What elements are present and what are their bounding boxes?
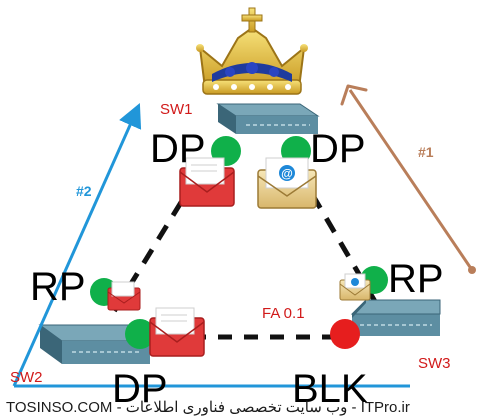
switch-icon (216, 103, 320, 134)
port-label-sw2-right: DP (112, 367, 168, 411)
red-envelope-icon (149, 307, 205, 357)
sw2-label: SW2 (10, 369, 43, 386)
email-envelope-icon (339, 273, 371, 301)
watermark: TOSINSO.COM - وب سایت تخصصی فناوری اطلاع… (6, 399, 410, 416)
port-dot-sw3-left (330, 319, 360, 349)
path-2-label: #2 (76, 183, 92, 199)
path-2-arrow (12, 103, 410, 388)
port-label-sw2-up: RP (30, 265, 86, 309)
red-envelope-icon (107, 281, 141, 311)
email-envelope-icon: @ (257, 157, 317, 209)
path-1-label: #1 (418, 144, 434, 160)
crown-icon (196, 7, 308, 95)
red-envelope-icon (179, 157, 235, 207)
port-label-sw1-left: DP (150, 127, 206, 171)
port-label-sw1-right: DP (310, 127, 366, 171)
sw1-label: SW1 (160, 101, 193, 118)
interface-label: FA 0.1 (262, 305, 305, 322)
path-1-arrow (340, 84, 476, 274)
port-dot-sw2-right (125, 319, 155, 349)
sw3-label: SW3 (418, 355, 451, 372)
port-label-sw3-left: BLK (292, 367, 368, 411)
switch-icon (350, 299, 441, 336)
svg-text:@: @ (281, 167, 293, 181)
port-label-sw3-up: RP (388, 257, 444, 301)
